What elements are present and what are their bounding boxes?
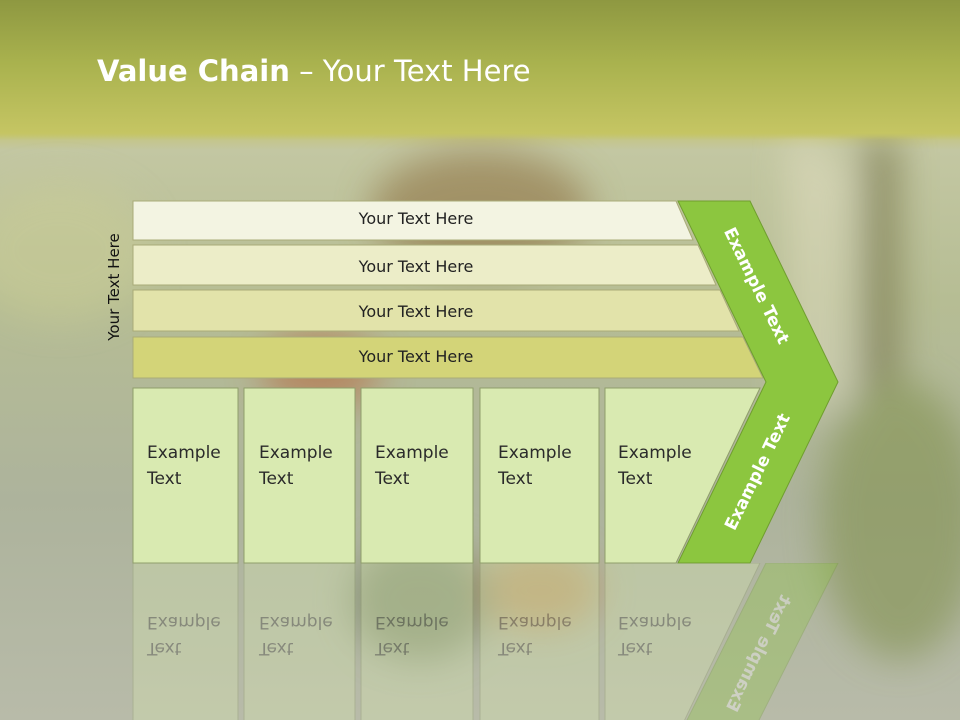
box-text-3-line1: Example [375, 443, 449, 463]
row-band-3[interactable] [132, 289, 740, 332]
reflection-shapes [132, 563, 839, 720]
row-band-4[interactable] [132, 336, 764, 379]
box-text-3-line2: Text [375, 469, 410, 489]
example-box-2[interactable] [243, 387, 356, 564]
title-bar [0, 0, 960, 140]
box-text-5-line1: Example [618, 443, 692, 463]
box-text-4-line1: Example [498, 443, 572, 463]
row-label-1: Your Text Here [358, 209, 474, 228]
row-label-4: Your Text Here [358, 347, 474, 366]
row-label-2: Your Text Here [358, 257, 474, 276]
row-band-2[interactable] [132, 244, 717, 286]
box-text-4-line2: Text [498, 469, 533, 489]
box-text-5-line2: Text [618, 469, 653, 489]
title-rest: – Your Text Here [289, 54, 531, 88]
page-title: Value Chain – Your Text Here [97, 54, 531, 88]
example-box-5[interactable] [604, 387, 761, 564]
chevron-arrow[interactable] [677, 200, 839, 564]
example-box-1[interactable] [132, 387, 239, 564]
example-box-4[interactable] [479, 387, 600, 564]
row-label-3: Your Text Here [358, 302, 474, 321]
example-box-3[interactable] [360, 387, 474, 564]
box-text-2-line2: Text [259, 469, 294, 489]
row-band-1[interactable] [132, 200, 694, 241]
box-text-1-line1: Example [147, 443, 221, 463]
box-text-1-line2: Text [147, 469, 182, 489]
box-text-2-line1: Example [259, 443, 333, 463]
title-bold: Value Chain [97, 54, 290, 88]
